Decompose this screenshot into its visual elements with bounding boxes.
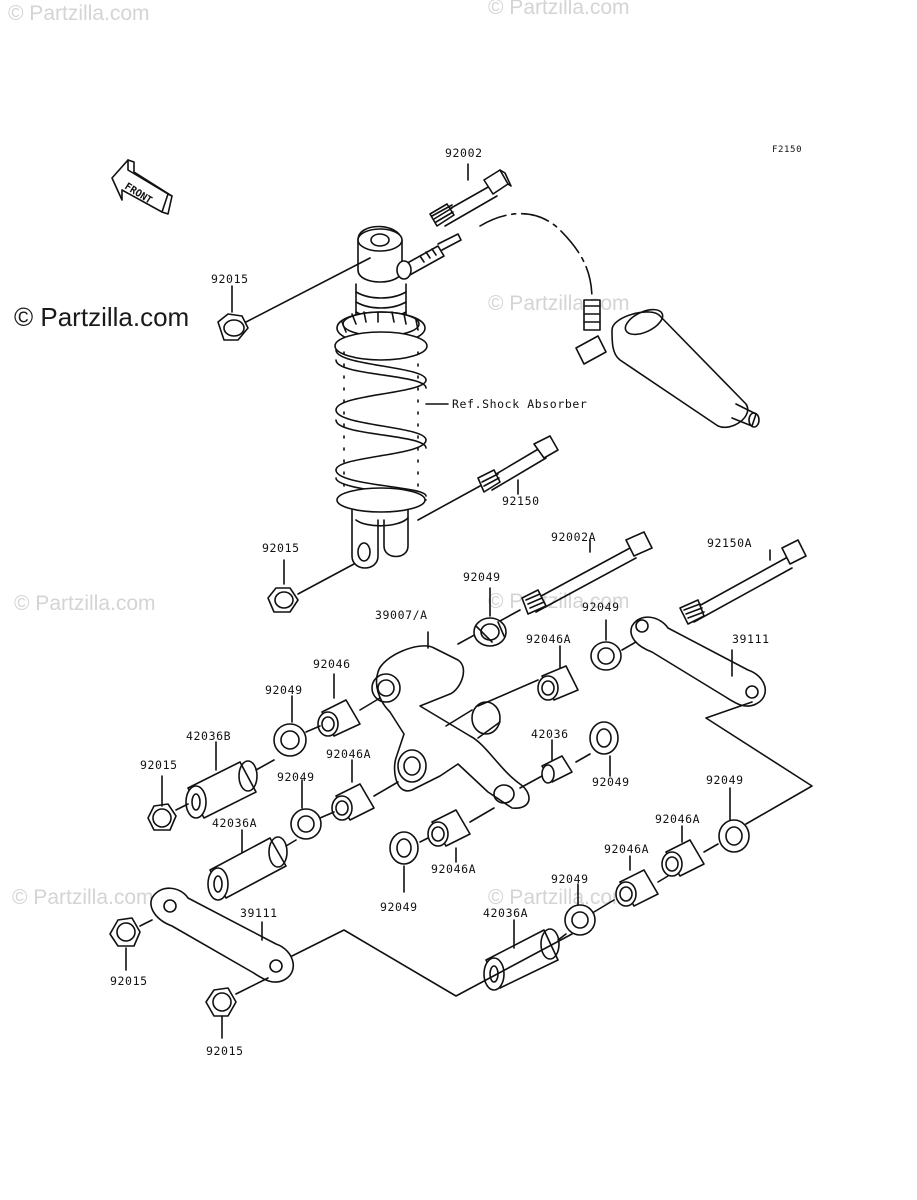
nut-icon (147, 803, 177, 831)
part-number: 92049 (277, 770, 315, 784)
nut-icon (267, 587, 299, 613)
collar-icon (590, 641, 622, 671)
needle-bearing-icon (661, 839, 705, 877)
watermark: © Partzilla.com (14, 302, 190, 332)
part-number: 92015 (110, 974, 148, 988)
tie-rod-icon (630, 616, 767, 707)
part-number: 92015 (262, 541, 300, 555)
part-number: 42036B (186, 729, 232, 743)
part-number: 92046A (526, 632, 572, 646)
part-number: 92049 (706, 773, 744, 787)
watermark: © Partzilla.com (488, 0, 630, 19)
nut-icon (217, 313, 249, 341)
part-number: 92049 (380, 900, 418, 914)
sleeve-icon (207, 836, 288, 901)
watermark: © Partzilla.com (488, 886, 630, 909)
collar-icon (589, 721, 619, 755)
watermark: © Partzilla.com (14, 592, 156, 615)
part-number: 39111 (240, 906, 278, 920)
collar-icon (564, 904, 596, 936)
part-number: 92150 (502, 494, 540, 508)
collar-icon (718, 819, 750, 853)
part-number: 92046A (326, 747, 372, 761)
sleeve-icon (185, 760, 258, 819)
part-number: 42036A (212, 816, 258, 830)
sleeve-icon (483, 928, 560, 991)
part-number: 92002 (445, 146, 483, 160)
part-number: 92046A (604, 842, 650, 856)
needle-bearing-icon (331, 783, 375, 821)
bolt-icon (679, 539, 807, 625)
watermark: © Partzilla.com (8, 2, 150, 25)
collar-icon (473, 617, 507, 647)
bolt-icon (477, 435, 559, 493)
nut-icon (109, 917, 141, 947)
bolt-icon (429, 169, 512, 227)
watermark: © Partzilla.com (488, 590, 630, 613)
needle-bearing-icon (427, 809, 471, 847)
figure-code: F2150 (772, 145, 803, 155)
bolt-icon (521, 531, 653, 615)
nut-icon (205, 987, 237, 1017)
part-number: 92049 (551, 872, 589, 886)
part-number: 92049 (582, 600, 620, 614)
part-number: 42036A (483, 906, 529, 920)
part-number: 92049 (592, 775, 630, 789)
watermark: © Partzilla.com (12, 886, 154, 909)
front-arrow-icon (111, 159, 173, 215)
reservoir-icon (575, 299, 760, 429)
part-number: 42036 (531, 727, 569, 741)
part-number: 92150A (707, 536, 753, 550)
part-number: 92015 (140, 758, 178, 772)
sleeve-icon (541, 755, 573, 784)
collar-icon (290, 808, 322, 840)
part-number: 92015 (206, 1044, 244, 1058)
part-number: 92049 (463, 570, 501, 584)
ref-shock-absorber-label: Ref.Shock Absorber (452, 397, 588, 411)
part-number: 92002A (551, 530, 597, 544)
part-number: 92046A (431, 862, 477, 876)
part-number: 92046 (313, 657, 351, 671)
needle-bearing-icon (537, 665, 579, 701)
shock-absorber-icon (334, 225, 462, 569)
collar-icon (273, 723, 307, 757)
needle-bearing-icon (615, 869, 659, 907)
collar-icon (389, 831, 419, 865)
part-number: 92015 (211, 272, 249, 286)
part-number: 92046A (655, 812, 701, 826)
part-number: 92049 (265, 683, 303, 697)
tie-rod-icon (150, 887, 295, 983)
part-number: 39111 (732, 632, 770, 646)
needle-bearing-icon (317, 699, 361, 737)
rocker-arm-icon (371, 645, 530, 809)
part-number: 39007/A (375, 608, 428, 622)
